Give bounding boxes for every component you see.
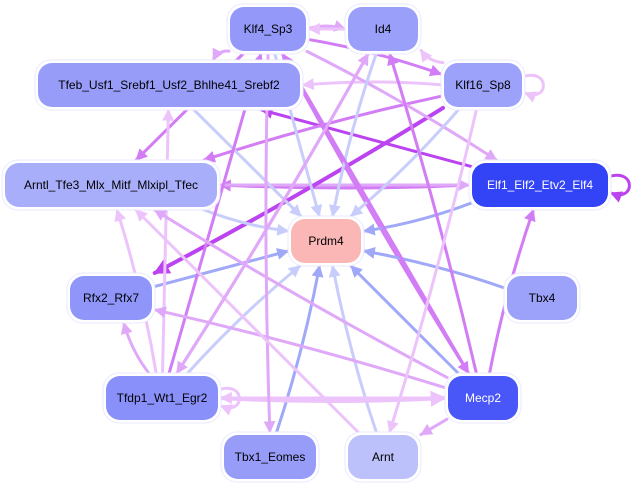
edge-klf16-to-arnt (387, 106, 479, 434)
edge-tfdp1-to-rfx2 (120, 321, 152, 377)
node-label: Rfx2_Rfx7 (83, 291, 139, 305)
node-box (230, 7, 306, 51)
node-label: Elf1_Elf2_Etv2_Elf4 (487, 178, 593, 192)
node-layer: Klf4_Sp3 Id4Tfeb_Usf1_Srebf1_Usf2_Bhlhe41… (1, 3, 612, 483)
node-tbx4[interactable]: Tbx4 (503, 272, 581, 324)
edge-elf1-to-tfeb (260, 107, 473, 168)
edge-rfx2-to-prdm4 (151, 248, 290, 289)
node-prdm4[interactable]: Prdm4 (287, 215, 365, 267)
node-label: Tfeb_Usf1_Srebf1_Usf2_Bhlhe41_Srebf2 (58, 78, 280, 92)
edge-arnt-to-arntl (134, 208, 362, 436)
node-label: Mecp2 (465, 391, 501, 405)
node-tfeb[interactable]: Tfeb_Usf1_Srebf1_Usf2_Bhlhe41_Srebf2 (34, 59, 304, 111)
edge-id4-to-prdm4 (328, 50, 379, 218)
node-label: Id4 (375, 22, 392, 36)
node-arnt[interactable]: Arnt (344, 431, 422, 483)
edge-mecp2-to-klf4 (281, 52, 472, 377)
node-box (348, 435, 418, 479)
node-elf1[interactable]: Elf1_Elf2_Etv2_Elf4 (468, 159, 612, 211)
node-tbx1[interactable]: Tbx1_Eomes (220, 431, 320, 483)
edge-elf1-to-prdm4 (362, 201, 473, 236)
edge-mecp2-to-rfx2 (153, 306, 449, 390)
edge-mecp2-to-id4 (387, 52, 479, 377)
edge-mecp2-to-arntl (153, 208, 449, 379)
edge-klf16-to-prdm4 (349, 106, 462, 218)
node-label: Prdm4 (308, 234, 344, 248)
node-label: Tbx4 (529, 291, 556, 305)
node-box (291, 219, 361, 263)
edge-tbx1-to-prdm4 (274, 264, 324, 436)
node-box (38, 63, 300, 107)
node-box (106, 376, 218, 420)
node-arntl[interactable]: Arntl_Tfe3_Mlx_Mitf_Mlxipl_Tfec (1, 159, 221, 211)
node-box (70, 276, 152, 320)
node-mecp2[interactable]: Mecp2 (444, 372, 522, 424)
edge-klf16-to-tfeb (301, 78, 445, 91)
node-rfx2[interactable]: Rfx2_Rfx7 (66, 272, 156, 324)
node-box (444, 63, 522, 107)
edge-arnt-to-prdm4 (328, 264, 379, 436)
node-box (507, 276, 577, 320)
edge-mecp2-to-arnt (419, 417, 449, 437)
node-box (224, 435, 316, 479)
node-box (348, 7, 418, 51)
edge-tfdp1-to-tfeb (161, 108, 175, 377)
edge-klf16-to-klf16 (520, 73, 545, 103)
edge-arntl-to-prdm4 (197, 206, 290, 236)
node-label: Arntl_Tfe3_Mlx_Mitf_Mlxipl_Tfec (24, 178, 198, 192)
node-klf16[interactable]: Klf16_Sp8 (440, 59, 526, 111)
node-label: Arnt (372, 450, 395, 464)
edge-klf16-to-rfx2 (152, 105, 445, 275)
edge-tfeb-to-prdm4 (190, 106, 303, 218)
node-tfdp1[interactable]: Tfdp1_Wt1_Egr2 (102, 372, 222, 424)
edge-klf16-to-id4 (419, 48, 445, 65)
edge-id4-to-tfdp1 (175, 50, 371, 375)
node-box (5, 163, 217, 207)
node-label: Klf4_Sp3 (244, 22, 293, 36)
node-label: Tbx1_Eomes (235, 450, 306, 464)
node-label: Klf16_Sp8 (455, 78, 511, 92)
node-box (472, 163, 608, 207)
node-box (448, 376, 518, 420)
node-klf4[interactable]: Klf4_Sp3 (226, 3, 310, 55)
node-id4[interactable]: Id4 (344, 3, 422, 55)
edge-tfdp1-to-prdm4 (184, 264, 302, 377)
edge-klf4-to-tfeb (211, 47, 231, 62)
node-label: Tfdp1_Wt1_Egr2 (117, 391, 208, 405)
edge-elf1-to-elf1 (606, 173, 631, 203)
edge-mecp2-to-prdm4 (349, 264, 462, 377)
